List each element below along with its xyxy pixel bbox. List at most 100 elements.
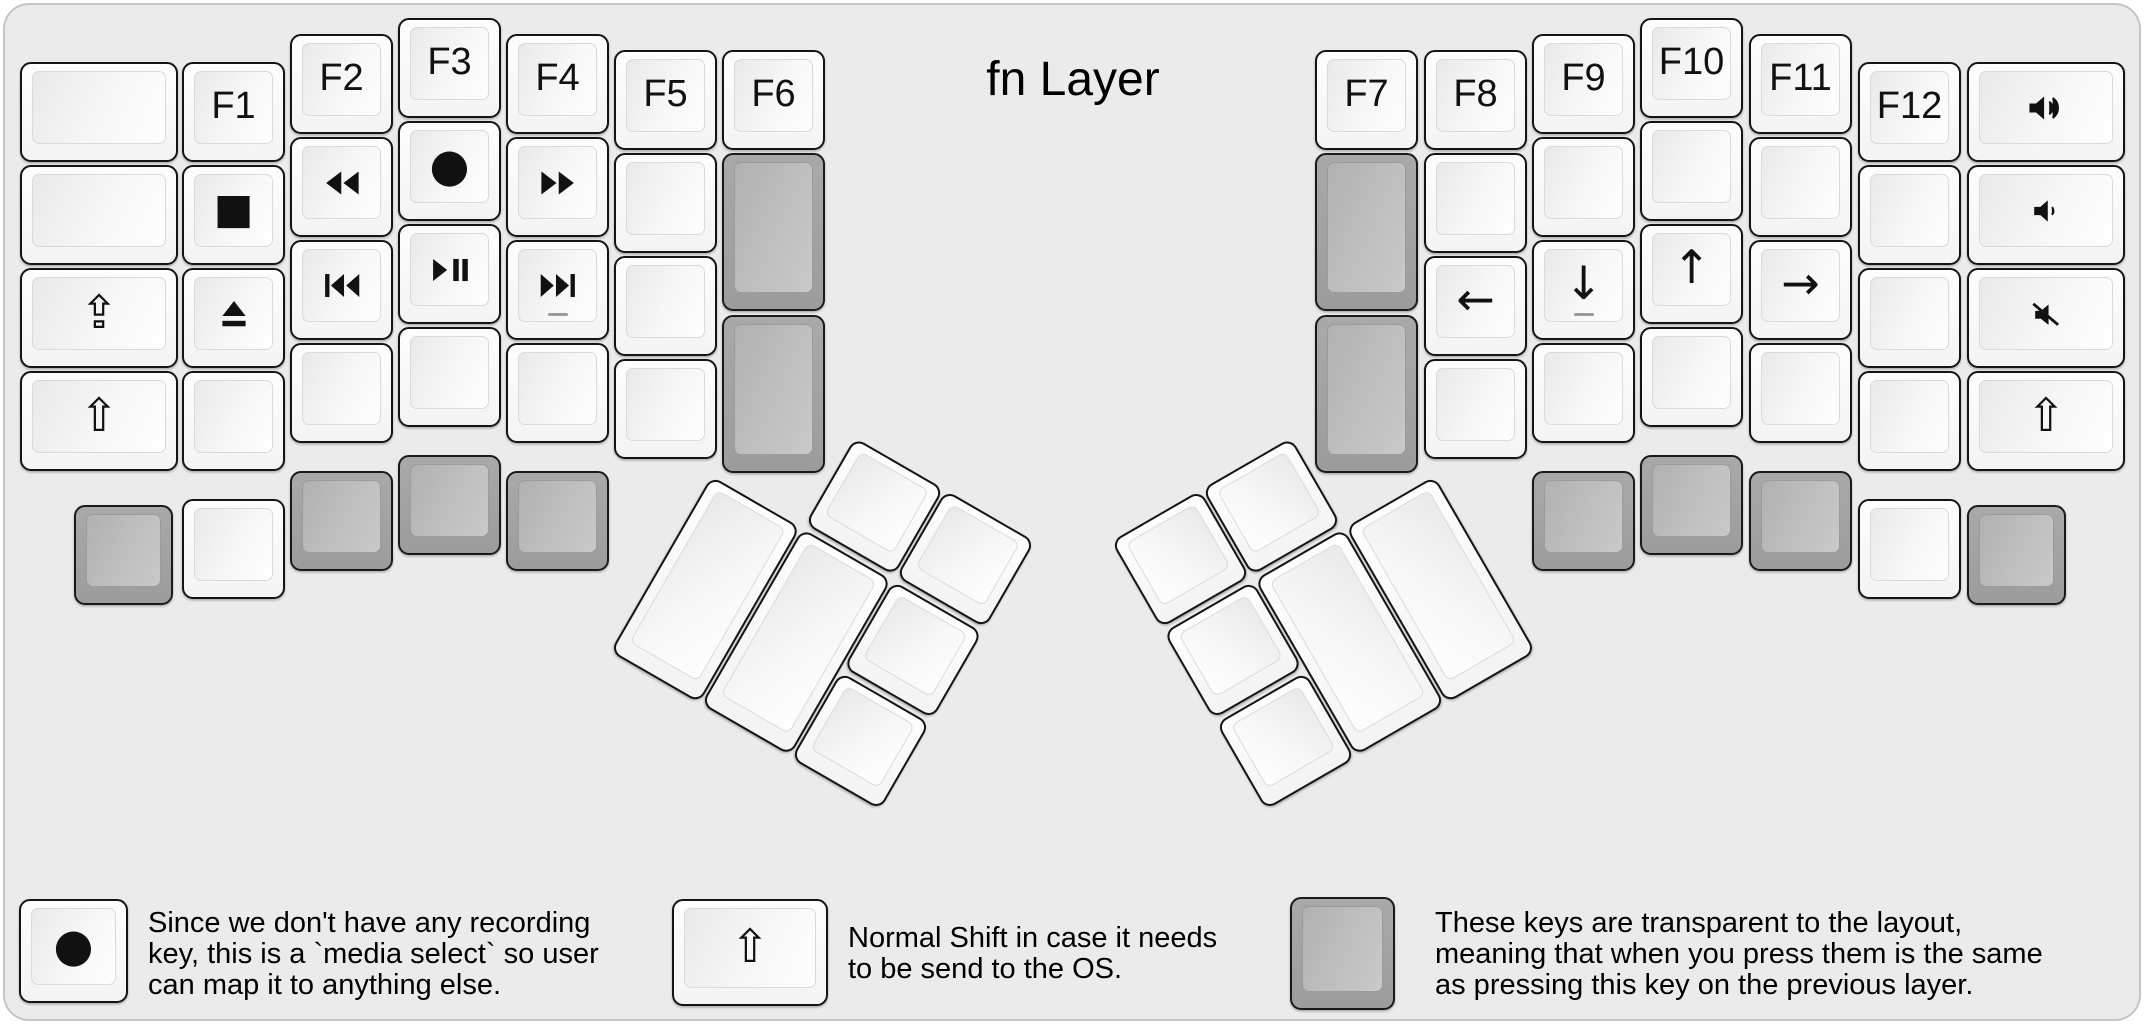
key-transparent[interactable] <box>1532 471 1635 571</box>
keycap-face <box>1979 71 2113 144</box>
key-eject[interactable] <box>182 268 285 368</box>
keycap-face <box>302 146 381 219</box>
key-arrow-down[interactable]: ↓ <box>1532 240 1635 340</box>
key-record[interactable]: ● <box>398 121 501 221</box>
key-capslock[interactable]: ⇪ <box>20 268 178 368</box>
key-blank[interactable] <box>290 343 393 443</box>
key-transparent[interactable] <box>290 471 393 571</box>
keycap-face <box>1436 162 1515 235</box>
key-volume-down[interactable] <box>1967 165 2125 265</box>
key-blank[interactable] <box>398 327 501 427</box>
homing-dash <box>547 312 568 316</box>
keycap-face <box>86 514 161 587</box>
key-blank[interactable] <box>614 256 717 356</box>
key-transparent[interactable] <box>74 505 173 605</box>
keycap-face <box>734 162 813 293</box>
key-transparent[interactable] <box>1315 315 1418 473</box>
keycap-face <box>518 249 597 322</box>
key-transparent[interactable] <box>506 471 609 571</box>
key-blank[interactable] <box>1858 165 1961 265</box>
key-arrow-right[interactable]: → <box>1749 240 1852 340</box>
key-prev-track[interactable] <box>290 240 393 340</box>
key-transparent[interactable] <box>1749 471 1852 571</box>
key-blank[interactable] <box>20 165 178 265</box>
key-blank[interactable] <box>1858 268 1961 368</box>
key-f4[interactable]: F4 <box>506 34 609 134</box>
key-blank[interactable] <box>1640 121 1743 221</box>
key-f9[interactable]: F9 <box>1532 34 1635 134</box>
key-volume-up[interactable] <box>1967 62 2125 162</box>
key-blank[interactable] <box>1424 153 1527 253</box>
legend-line: Since we don't have any recording <box>148 907 591 939</box>
key-transparent[interactable] <box>1315 153 1418 311</box>
key-shift[interactable]: ⇧ <box>20 371 178 471</box>
key-shift[interactable]: ⇧ <box>1967 371 2125 471</box>
keycap-face <box>302 249 381 322</box>
key-blank[interactable] <box>1640 327 1743 427</box>
keycap-face: F7 <box>1327 59 1406 132</box>
keycap-face <box>1979 277 2113 350</box>
key-f10[interactable]: F10 <box>1640 18 1743 118</box>
record-icon: ● <box>53 917 94 972</box>
key-f11[interactable]: F11 <box>1749 34 1852 134</box>
keycap-face <box>1761 352 1840 425</box>
keycap-face <box>1870 380 1949 453</box>
key-f1[interactable]: F1 <box>182 62 285 162</box>
key-arrow-left[interactable]: ← <box>1424 256 1527 356</box>
keycap-face: ⇧ <box>1979 380 2113 453</box>
key-blank[interactable] <box>1532 343 1635 443</box>
key-rewind[interactable] <box>290 137 393 237</box>
key-play-pause[interactable] <box>398 224 501 324</box>
key-blank[interactable] <box>614 359 717 459</box>
key-arrow-up[interactable]: ↑ <box>1640 224 1743 324</box>
legend-key-shift[interactable]: ⇧ <box>672 899 828 1006</box>
key-blank[interactable] <box>1858 499 1961 599</box>
keycap-face <box>1652 336 1731 409</box>
keycap-face: F4 <box>518 43 597 116</box>
shift-icon: ⇧ <box>730 919 770 973</box>
key-blank[interactable] <box>182 371 285 471</box>
keycap-face <box>194 277 273 350</box>
key-blank[interactable] <box>614 153 717 253</box>
key-blank[interactable] <box>1424 359 1527 459</box>
play-pause-icon <box>432 258 468 281</box>
key-blank[interactable] <box>20 62 178 162</box>
key-transparent[interactable] <box>1967 505 2066 605</box>
key-f2[interactable]: F2 <box>290 34 393 134</box>
legend-line: to be send to the OS. <box>848 953 1123 985</box>
keycap-face: F6 <box>734 59 813 132</box>
key-transparent[interactable] <box>722 315 825 473</box>
key-f5[interactable]: F5 <box>614 50 717 150</box>
keycap-face <box>1544 146 1623 219</box>
key-f8[interactable]: F8 <box>1424 50 1527 150</box>
key-transparent[interactable] <box>1640 455 1743 555</box>
key-blank[interactable] <box>1532 137 1635 237</box>
key-transparent[interactable] <box>722 153 825 311</box>
keycap-face: F12 <box>1870 71 1949 144</box>
keycap-face: F11 <box>1761 43 1840 116</box>
key-f3[interactable]: F3 <box>398 18 501 118</box>
keycap-face <box>194 380 273 453</box>
keycap-face <box>1979 514 2054 587</box>
key-stop[interactable]: ■ <box>182 165 285 265</box>
key-blank[interactable] <box>1749 343 1852 443</box>
key-fast-forward[interactable] <box>506 137 609 237</box>
mute-icon <box>2032 302 2059 326</box>
legend-key-record[interactable]: ● <box>19 899 128 1003</box>
keycap-face: F10 <box>1652 27 1731 100</box>
key-blank[interactable] <box>1749 137 1852 237</box>
key-transparent[interactable] <box>398 455 501 555</box>
key-f7[interactable]: F7 <box>1315 50 1418 150</box>
key-next-track[interactable] <box>506 240 609 340</box>
keycap-face <box>1761 146 1840 219</box>
key-blank[interactable] <box>1858 371 1961 471</box>
key-blank[interactable] <box>182 499 285 599</box>
key-blank[interactable] <box>506 343 609 443</box>
arrow-left-icon: ← <box>1456 271 1495 326</box>
key-f6[interactable]: F6 <box>722 50 825 150</box>
key-mute[interactable] <box>1967 268 2125 368</box>
keycap-face: F3 <box>410 27 489 100</box>
key-label: F8 <box>1453 73 1498 115</box>
legend-key-transparent[interactable] <box>1290 897 1395 1010</box>
key-f12[interactable]: F12 <box>1858 62 1961 162</box>
